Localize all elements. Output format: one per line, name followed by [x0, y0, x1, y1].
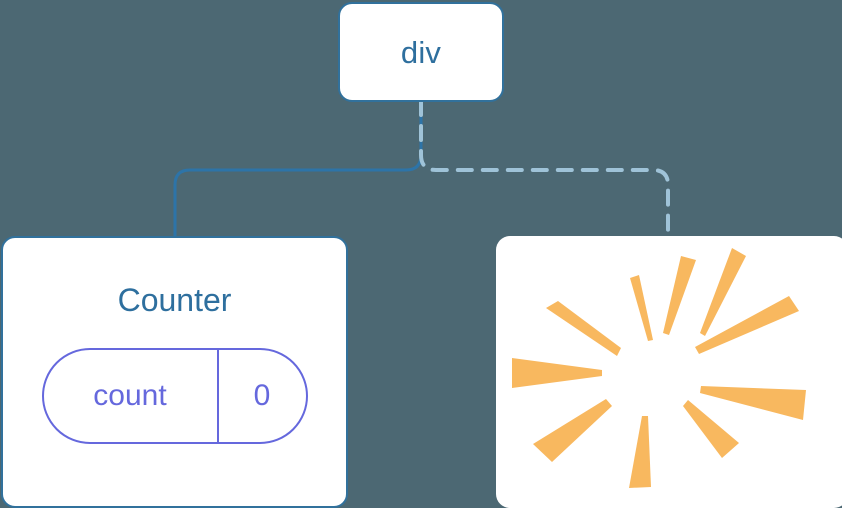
- burst-ray: [630, 275, 653, 341]
- node-counter-label: Counter: [117, 282, 232, 318]
- edge-div-to-burst: [419, 99, 670, 240]
- node-counter[interactable]: Counter count 0: [1, 236, 348, 508]
- burst-ray: [629, 416, 651, 488]
- node-div[interactable]: div: [338, 2, 504, 102]
- burst-ray: [695, 296, 799, 354]
- burst-ray: [663, 256, 696, 335]
- edge-div-to-counter: [173, 99, 423, 240]
- node-burst[interactable]: [496, 236, 842, 508]
- burst-ray: [700, 386, 806, 420]
- state-pill-key: count: [44, 350, 219, 442]
- burst-ray: [700, 248, 746, 336]
- burst-ray: [683, 400, 739, 458]
- sparkle-burst-icon: [512, 248, 806, 488]
- burst-ray: [533, 399, 612, 462]
- burst-ray: [546, 301, 621, 356]
- node-div-label: div: [400, 34, 442, 70]
- burst-ray: [512, 358, 602, 388]
- state-pill-count[interactable]: count 0: [41, 348, 308, 444]
- state-pill-value: 0: [253, 379, 271, 412]
